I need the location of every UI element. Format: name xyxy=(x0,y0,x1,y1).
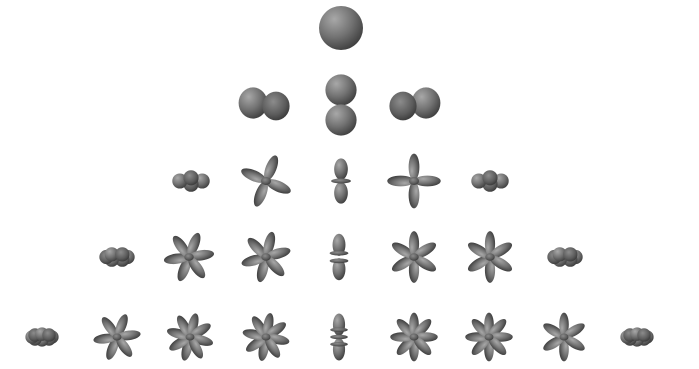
lobe xyxy=(334,182,348,204)
core xyxy=(261,253,271,260)
core xyxy=(409,253,419,260)
core xyxy=(560,333,569,340)
harmonic-l2-m0 xyxy=(331,158,351,203)
ring xyxy=(331,178,351,183)
core xyxy=(113,333,122,340)
harmonic-l3-m1 xyxy=(390,231,439,283)
lobe xyxy=(334,158,348,180)
harmonic-l4-m2 xyxy=(465,313,513,362)
lobe xyxy=(333,313,345,335)
ring xyxy=(330,251,349,256)
harmonic-l4-m3 xyxy=(541,313,587,362)
harmonic-l0-m0 xyxy=(319,6,363,50)
lobe xyxy=(482,170,497,185)
harmonic-l1-m1 xyxy=(389,87,440,120)
harmonic-l1-m-1 xyxy=(239,87,290,120)
lobe xyxy=(183,170,198,185)
sphere xyxy=(319,6,363,50)
core xyxy=(485,253,495,260)
harmonic-l3-m3 xyxy=(547,247,582,267)
harmonic-l4-m-4 xyxy=(25,327,58,346)
harmonic-l4-m-2 xyxy=(166,312,214,361)
harmonic-l3-m0 xyxy=(330,234,349,280)
harmonic-l2-m2 xyxy=(471,170,508,192)
core xyxy=(184,253,194,260)
lobe xyxy=(325,74,356,105)
core xyxy=(409,177,419,185)
harmonic-l2-m-1 xyxy=(239,154,293,209)
lobe xyxy=(115,247,129,261)
lobe xyxy=(42,328,55,341)
harmonic-l4-m1 xyxy=(390,313,438,362)
lobe xyxy=(262,92,289,121)
ring xyxy=(330,328,348,332)
lobe xyxy=(333,338,345,360)
core xyxy=(261,177,271,185)
harmonic-l4-m4 xyxy=(620,327,653,346)
harmonic-l3-m2 xyxy=(466,231,515,283)
lobe xyxy=(637,328,650,341)
core xyxy=(262,333,271,340)
harmonic-l4-m0 xyxy=(330,313,348,360)
core xyxy=(410,333,419,340)
ring xyxy=(330,342,348,346)
lobe xyxy=(563,247,577,261)
lobe xyxy=(325,104,356,135)
lobe xyxy=(409,154,420,181)
harmonic-l1-m0 xyxy=(325,74,356,135)
harmonic-l3-m-3 xyxy=(99,247,134,267)
harmonic-l3-m-2 xyxy=(163,231,214,283)
harmonic-l4-m-1 xyxy=(242,312,291,362)
harmonic-l2-m-2 xyxy=(172,170,209,192)
harmonic-l4-m-3 xyxy=(93,313,141,362)
harmonic-l3-m-1 xyxy=(240,231,291,284)
lobe xyxy=(409,182,420,209)
harmonic-l2-m1 xyxy=(387,154,440,209)
core xyxy=(485,333,494,340)
ring xyxy=(330,335,348,339)
core xyxy=(186,333,195,340)
lobe xyxy=(389,92,416,121)
ring xyxy=(330,258,349,263)
